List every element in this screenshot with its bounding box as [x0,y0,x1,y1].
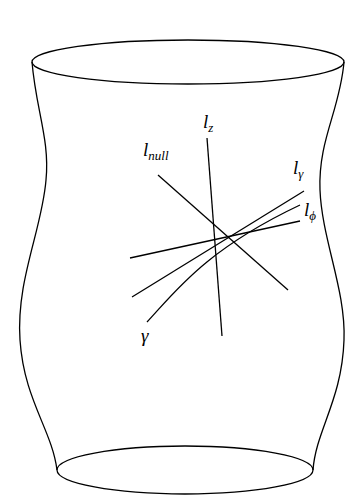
line-label: lnull [143,140,169,162]
line-label: γ [141,326,149,345]
right-profile [313,62,344,470]
z-line [207,138,222,336]
line-label: lϕ [304,200,316,222]
line-label: lγ [293,158,303,180]
top-rim [32,40,344,84]
line-label: lz [203,112,213,134]
bottom-rim [57,446,313,494]
left-profile [20,62,57,470]
gamma-tangent-line [132,191,304,297]
gamma-curve [147,205,300,322]
null-line [158,175,288,290]
phi-line [130,221,300,258]
